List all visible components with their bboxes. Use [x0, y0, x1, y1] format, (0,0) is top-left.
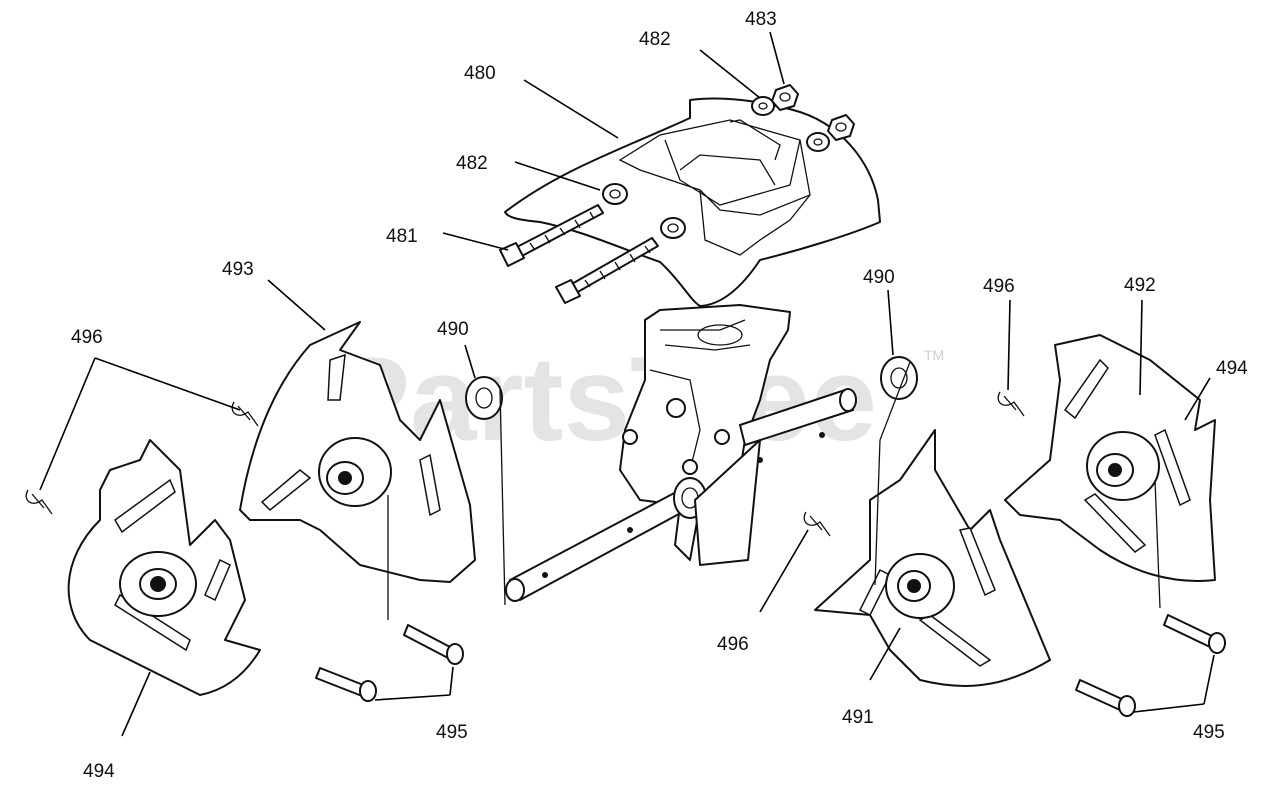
callout-491: 491	[842, 707, 874, 728]
gearbox-skid	[694, 439, 761, 566]
clevis-pin-495-a	[315, 667, 377, 702]
clevis-pin-495-c	[1075, 679, 1136, 717]
callout-490-right: 490	[863, 267, 895, 288]
hairpin-clip-496-far-left	[25, 489, 53, 515]
callout-480: 480	[464, 63, 496, 84]
bolt-481-lower	[555, 237, 659, 304]
callout-496-left: 496	[71, 327, 103, 348]
spacer-482-left	[602, 183, 628, 205]
washer-490-left	[465, 376, 503, 420]
watermark-trademark: TM	[924, 347, 944, 363]
clevis-pin-495-b	[403, 624, 464, 665]
hairpin-clip-496-mid-right	[803, 511, 831, 537]
washer-490-right	[880, 356, 918, 400]
nut-483-right	[827, 114, 855, 141]
callout-labels: 480 481 482 482 483 490 490 491 492 493 …	[71, 9, 1248, 782]
tine-494-left	[67, 439, 261, 696]
callout-496-right: 496	[983, 276, 1015, 297]
callout-481: 481	[386, 226, 418, 247]
tine-493-left	[239, 321, 476, 583]
callout-492: 492	[1124, 275, 1156, 296]
tine-492-right	[1004, 334, 1216, 582]
callout-495-left: 495	[436, 722, 468, 743]
callout-483: 483	[745, 9, 777, 30]
gearbox-housing	[619, 304, 791, 561]
clevis-pin-495-d	[1163, 614, 1226, 654]
callout-496-center: 496	[717, 634, 749, 655]
callout-495-right: 495	[1193, 722, 1225, 743]
tine-491-right	[814, 429, 1051, 687]
spacer-482-top	[751, 96, 775, 116]
hairpin-clip-496-far-right	[997, 391, 1025, 417]
callout-493: 493	[222, 259, 254, 280]
tine-shaft-left	[505, 489, 691, 602]
leader-lines	[39, 31, 1215, 737]
hairpin-clip-496-left	[231, 401, 259, 427]
callout-494-left: 494	[83, 761, 115, 782]
callout-482-upper: 482	[639, 29, 671, 50]
nut-483-left	[771, 84, 799, 111]
callout-490-left: 490	[437, 319, 469, 340]
spacer-482-mid	[660, 217, 686, 239]
tine-shield-480	[504, 97, 881, 307]
callout-494-right: 494	[1216, 358, 1248, 379]
tine-shaft-right	[739, 388, 857, 463]
spacer-482-right	[806, 132, 830, 152]
bolt-481-upper	[499, 204, 604, 267]
callout-482-lower: 482	[456, 153, 488, 174]
